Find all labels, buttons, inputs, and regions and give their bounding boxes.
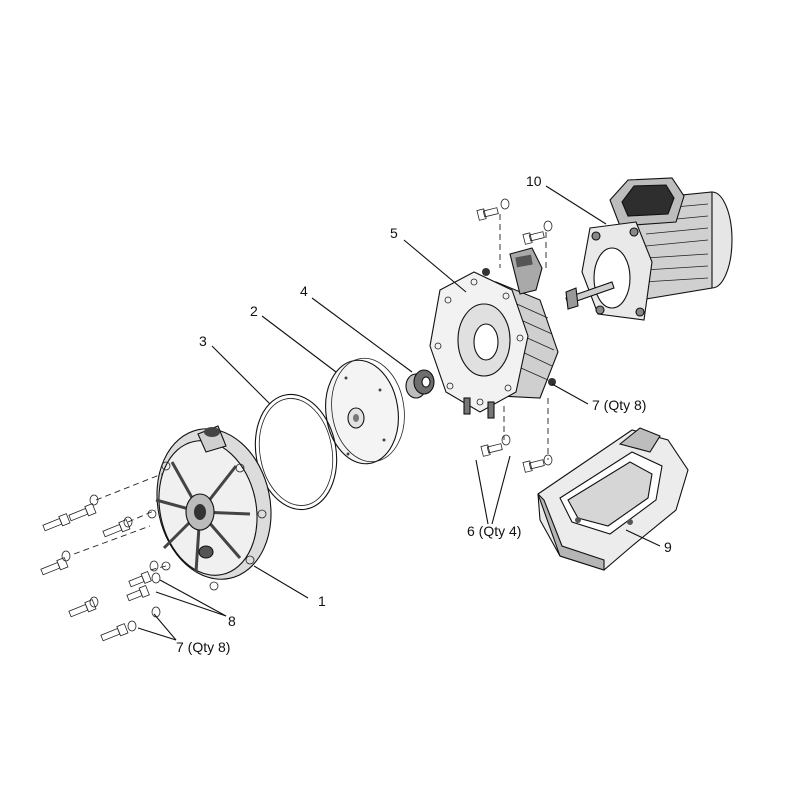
o-ring-part-3 [254, 393, 338, 511]
callout-8: 8 [228, 613, 236, 629]
base-part-9 [537, 427, 689, 571]
callout-6: 6 (Qty 4) [467, 523, 521, 539]
callout-3: 3 [199, 333, 207, 349]
callout-9: 9 [664, 539, 672, 555]
callout-4: 4 [300, 283, 308, 299]
callout-10: 10 [526, 173, 542, 189]
callout-1: 1 [318, 593, 326, 609]
callout-2: 2 [250, 303, 258, 319]
callout-5: 5 [390, 225, 398, 241]
callout-7-right: 7 (Qty 8) [592, 397, 646, 413]
pump-housing-part-1 [147, 425, 272, 591]
seal-plate-part-5 [429, 247, 559, 419]
motor-part-10 [565, 177, 733, 321]
housing-bolts [40, 473, 167, 642]
seal-part-4 [405, 369, 435, 399]
leader-lines [137, 185, 661, 641]
diffuser-disc-part-2 [325, 357, 405, 465]
adapter-bolts [476, 198, 553, 473]
callout-7-left: 7 (Qty 8) [176, 639, 230, 655]
